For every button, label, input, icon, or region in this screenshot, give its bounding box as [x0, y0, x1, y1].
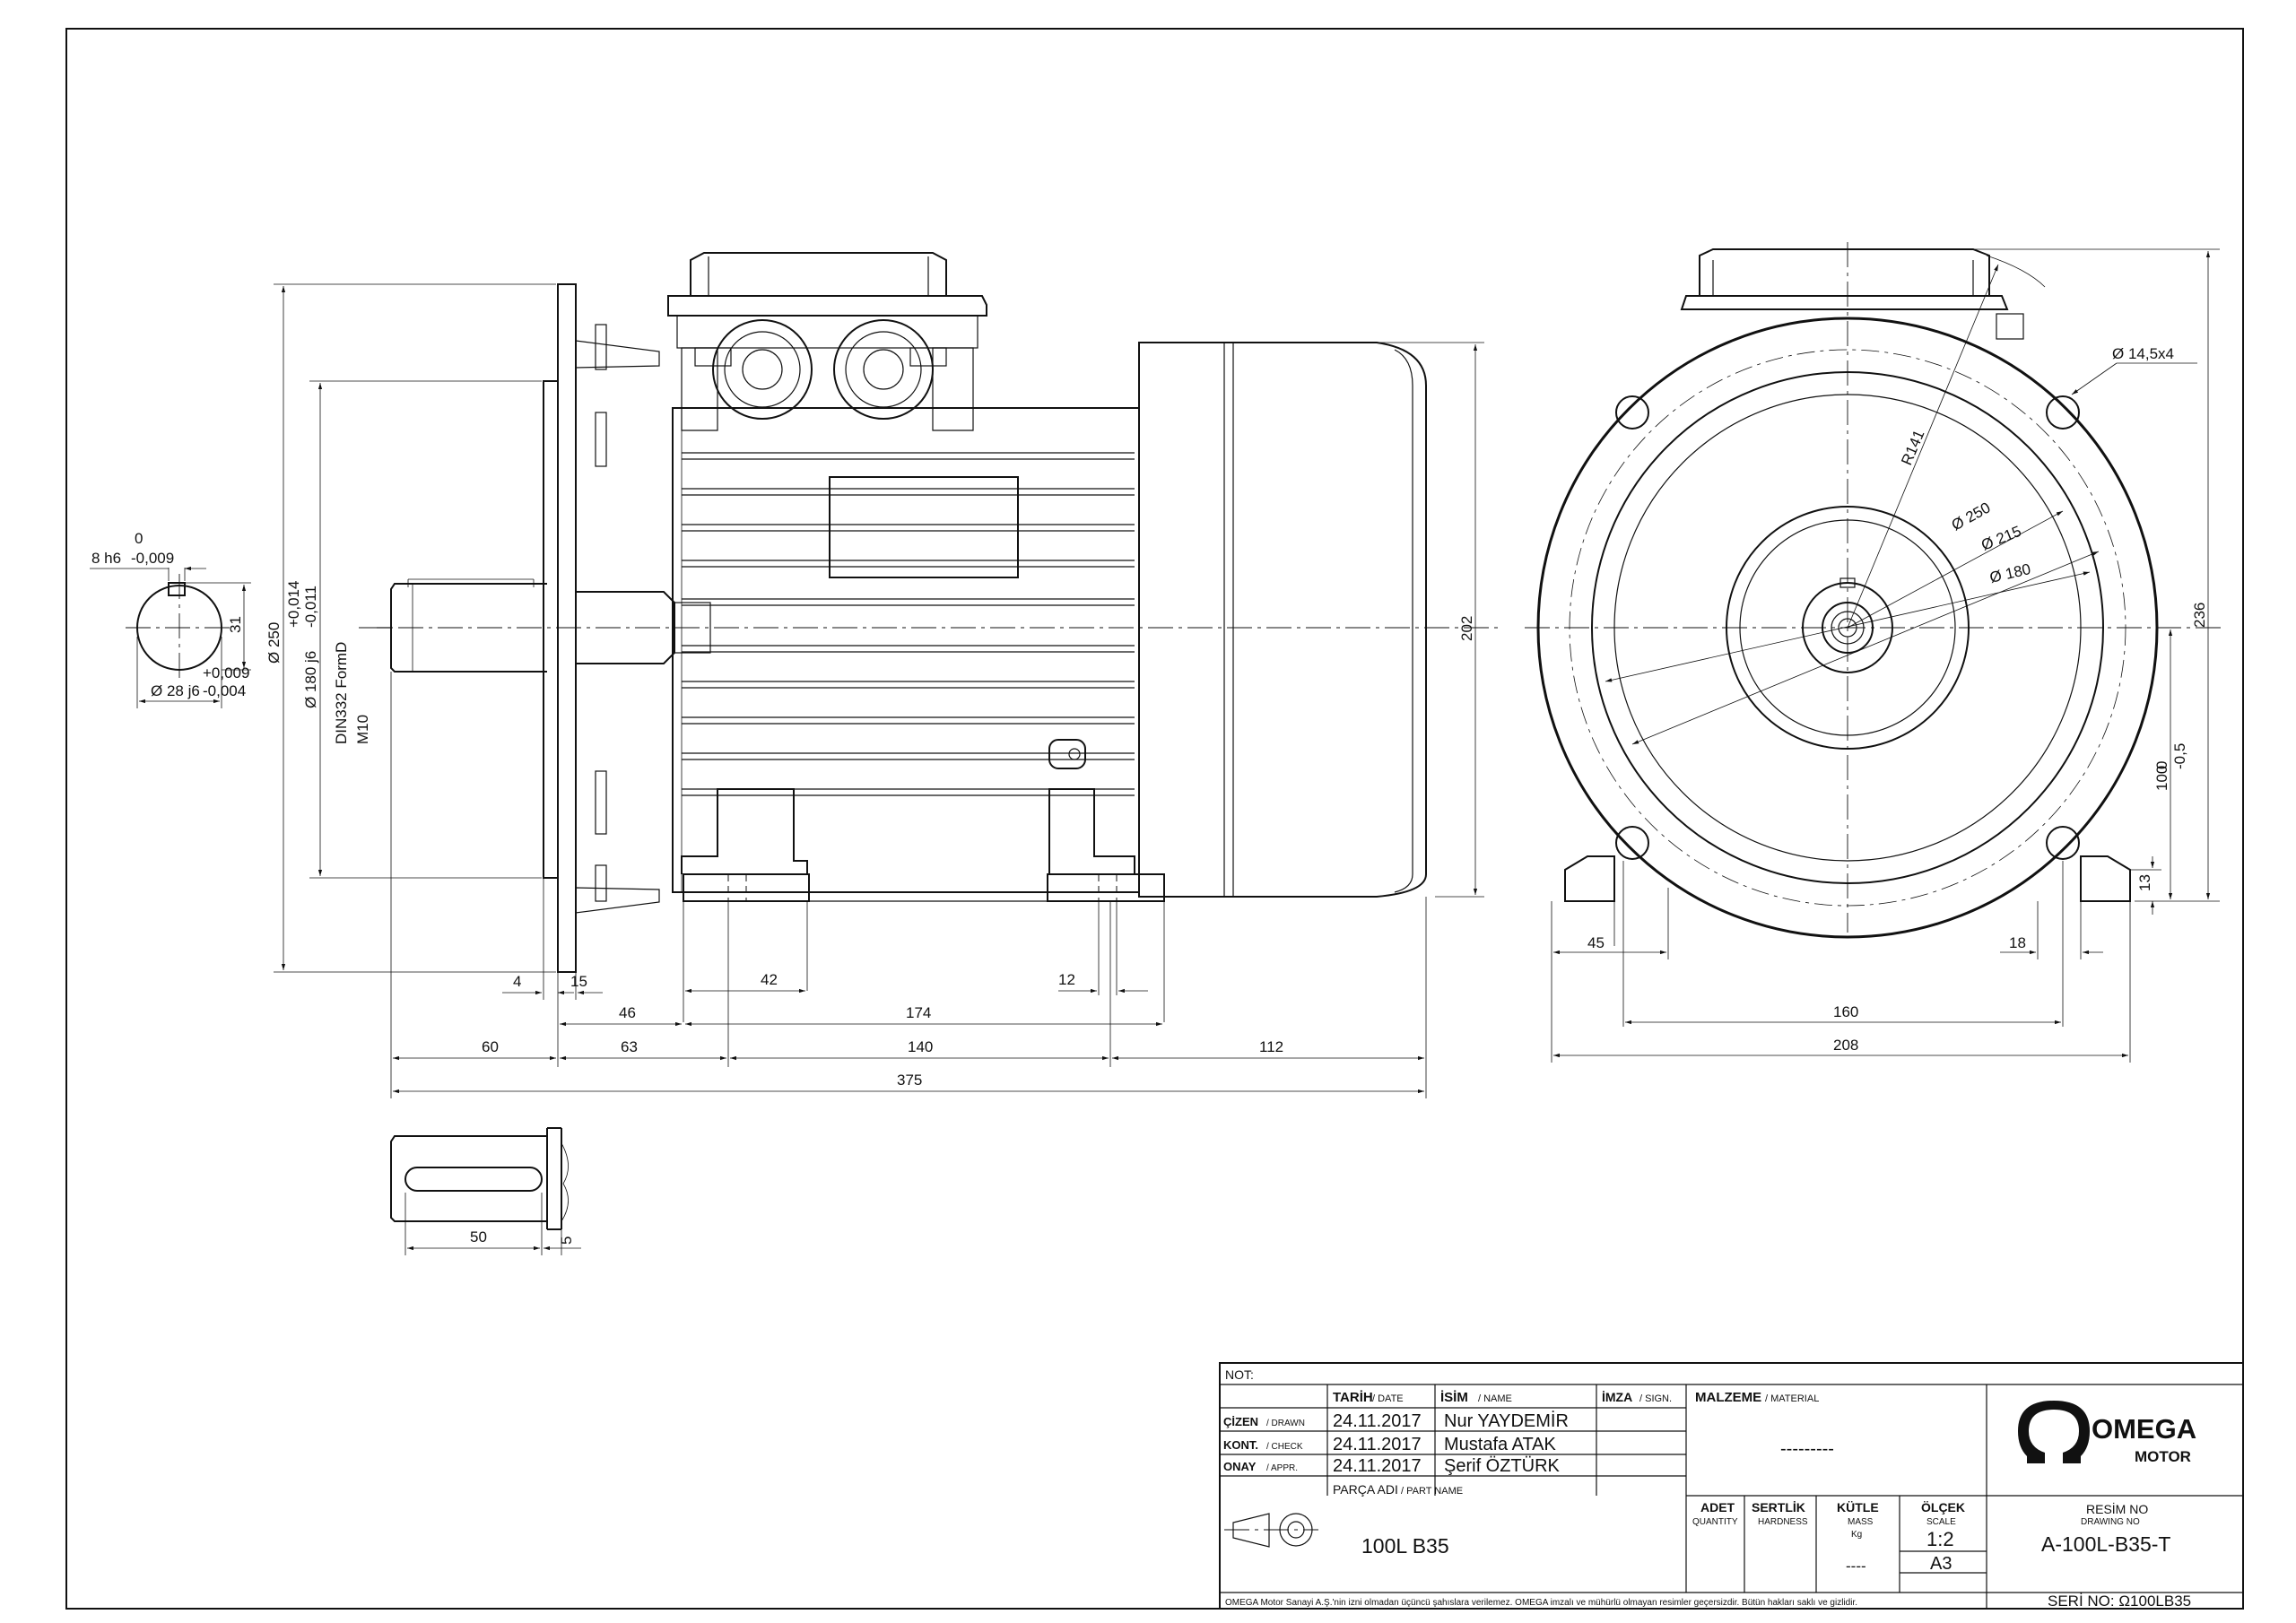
mass-unit: Kg: [1851, 1530, 1862, 1540]
spigot-dia-label: Ø 180 j6: [302, 651, 319, 708]
shaft-height-tol-upper: 0: [2153, 761, 2170, 769]
name-header: İSİM: [1440, 1390, 1468, 1405]
motor-front-view: Ø 14,5x4 R141 Ø 250 Ø 215 Ø 180: [1525, 242, 2224, 939]
dim-160: 160: [1833, 1003, 1858, 1020]
row-drawn-role: ÇİZEN: [1223, 1415, 1258, 1428]
dim-236: 236: [2191, 603, 2208, 628]
row-appr-role-en: / APPR.: [1266, 1463, 1298, 1473]
dim-60: 60: [482, 1038, 499, 1055]
hardness-header-en: HARDNESS: [1758, 1517, 1808, 1527]
shaft-key-detail: 50 5: [390, 1127, 581, 1255]
dim-45: 45: [1587, 934, 1605, 951]
sign-header-en: / SIGN.: [1639, 1393, 1672, 1404]
dim-4: 4: [513, 973, 521, 990]
cooling-fins: [682, 452, 1135, 796]
omega-logo: OMEGA MOTOR: [2018, 1401, 2196, 1465]
key-length-label: 50: [470, 1228, 487, 1245]
row-check-role: KONT.: [1223, 1438, 1258, 1452]
mass-header-en: MASS: [1848, 1517, 1874, 1527]
logo-subtext: MOTOR: [2135, 1448, 2191, 1465]
shaft-height-tol-lower: -0,5: [2171, 743, 2188, 769]
qty-header: ADET: [1700, 1500, 1735, 1515]
hole-spec-label: Ø 14,5x4: [2112, 345, 2174, 362]
dim-202: 202: [1458, 616, 1475, 641]
material-header: MALZEME: [1695, 1390, 1761, 1405]
hardness-header: SERTLİK: [1752, 1500, 1805, 1515]
row-appr-date: 24.11.2017: [1333, 1456, 1422, 1476]
name-header-en: / NAME: [1478, 1393, 1512, 1404]
key-height-label: 31: [227, 616, 244, 633]
spigot-tol-lower: -0,011: [302, 586, 319, 628]
part-name-header: PARÇA ADI: [1333, 1482, 1398, 1497]
part-name-value: 100L B35: [1361, 1534, 1449, 1558]
side-view-dimensions: 4 15 42 12 46 174 60 63 140 112 375 Ø 25…: [265, 283, 1484, 1098]
row-drawn-name: Nur YAYDEMİR: [1444, 1410, 1569, 1431]
row-appr-name: Şerif ÖZTÜRK: [1444, 1456, 1561, 1476]
drawing-border: [65, 28, 2244, 1610]
dim-42: 42: [761, 971, 778, 988]
dim-13: 13: [2136, 874, 2153, 891]
drawing-no-header-en: DRAWING NO: [2081, 1517, 2140, 1527]
key-offset-label: 5: [558, 1237, 575, 1245]
pcd250-label: Ø 250: [1949, 499, 1994, 534]
date-header-en: / DATE: [1372, 1393, 1404, 1404]
sheet-size: A3: [1930, 1554, 1952, 1574]
shaft-tol-upper: +0,009: [203, 664, 249, 681]
row-appr-role: ONAY: [1223, 1460, 1257, 1473]
flange-dia-label: Ø 250: [265, 622, 283, 664]
material-value: ---------: [1780, 1439, 1834, 1459]
row-check-name: Mustafa ATAK: [1444, 1435, 1557, 1454]
pcd180-label: Ø 180: [1988, 560, 2032, 586]
serial-no: SERİ NO: Ω100LB35: [2048, 1593, 2191, 1610]
shaft-section-view: 0 8 h6 -0,009 31 Ø 28 j6 +0,009 -0,004: [90, 530, 251, 708]
motor-side-view: [359, 252, 1498, 973]
drawing-no-header: RESİM NO: [2086, 1501, 2148, 1516]
dim-112: 112: [1259, 1038, 1283, 1055]
dim-140: 140: [908, 1038, 933, 1055]
material-header-en: / MATERIAL: [1765, 1393, 1819, 1404]
shaft-tol-lower: -0,004: [203, 682, 246, 699]
dim-174: 174: [906, 1004, 931, 1021]
shaft-dia-label: Ø 28 j6: [151, 682, 200, 699]
key-tol-lower: -0,009: [131, 550, 174, 567]
note-label: NOT:: [1225, 1367, 1254, 1382]
spigot-tol-upper: +0,014: [285, 581, 302, 628]
scale-value: 1:2: [1926, 1528, 1954, 1550]
disclaimer-text: OMEGA Motor Sanayi A.Ş.'nin izni olmadan…: [1225, 1598, 1857, 1608]
qty-header-en: QUANTITY: [1692, 1517, 1738, 1527]
row-check-role-en: / CHECK: [1266, 1442, 1303, 1452]
drawing-no-value: A-100L-B35-T: [2041, 1532, 2170, 1556]
mass-value: ----: [1846, 1558, 1866, 1575]
key-tol-upper: 0: [135, 530, 143, 547]
row-drawn-date: 24.11.2017: [1333, 1411, 1422, 1431]
part-name-header-en: / PART NAME: [1401, 1486, 1463, 1497]
sign-header: İMZA: [1602, 1390, 1632, 1404]
scale-header: ÖLÇEK: [1921, 1500, 1965, 1515]
dim-12: 12: [1058, 971, 1075, 988]
row-drawn-role-en: / DRAWN: [1266, 1419, 1305, 1428]
scale-header-en: SCALE: [1926, 1517, 1956, 1527]
front-view-dimensions: 236 100 0 -0,5 13 45 18 160 208: [1551, 248, 2220, 1063]
mass-header: KÜTLE: [1837, 1500, 1879, 1515]
logo-text: OMEGA: [2092, 1413, 2196, 1445]
dim-375: 375: [897, 1072, 922, 1089]
dim-18: 18: [2009, 934, 2026, 951]
date-header: TARİH: [1333, 1390, 1373, 1405]
row-check-date: 24.11.2017: [1333, 1435, 1422, 1454]
dim-46: 46: [619, 1004, 636, 1021]
r141-label: R141: [1898, 428, 1927, 468]
projection-symbol-icon: [1224, 1513, 1318, 1548]
shaft-height-label: 100: [2153, 766, 2170, 791]
key-width-label: 8 h6: [91, 550, 121, 567]
thread-label: M10: [354, 715, 371, 744]
dim-63: 63: [621, 1038, 638, 1055]
center-hole-label: DIN332 FormD: [333, 642, 350, 744]
pcd215-label: Ø 215: [1979, 523, 2023, 554]
dim-15: 15: [570, 973, 587, 990]
dim-208: 208: [1833, 1037, 1858, 1054]
title-block: NOT: TARİH / DATE İSİM / NAME İMZA / SIG…: [1219, 1362, 2244, 1610]
